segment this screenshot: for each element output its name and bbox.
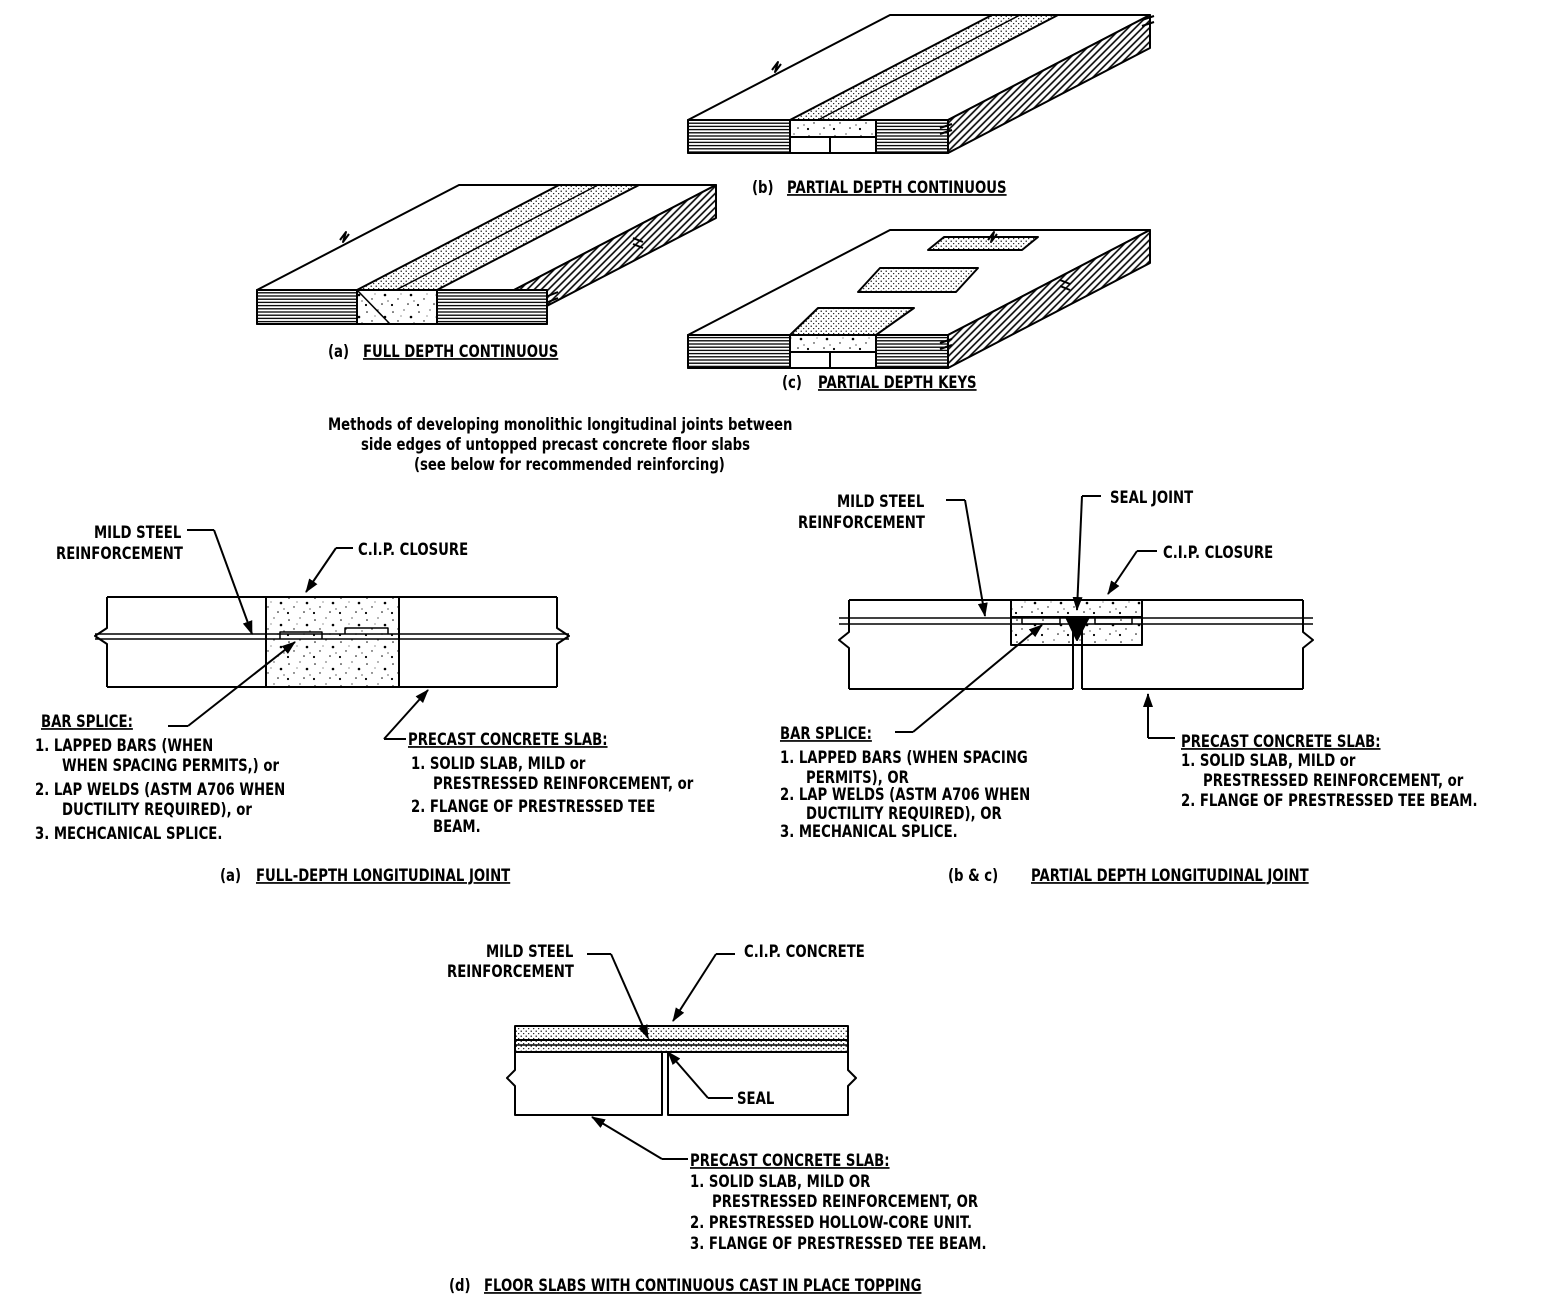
precast-slab-item: PRESTRESSED REINFORCEMENT, or: [433, 773, 694, 793]
bar-splice-item: DUCTILITY REQUIRED), OR: [806, 803, 1002, 823]
bar-splice-item: 2. LAP WELDS (ASTM A706 WHEN: [780, 784, 1030, 804]
precast-slab-title: PRECAST CONCRETE SLAB:: [1181, 731, 1381, 751]
caption-partial-depth-title: PARTIAL DEPTH LONGITUDINAL JOINT: [1031, 865, 1309, 885]
precast-slab-item: 1. SOLID SLAB, MILD or: [411, 753, 586, 773]
methods-note-line: side edges of untopped precast concrete …: [361, 434, 750, 454]
bar-splice-title: BAR SPLICE:: [41, 711, 133, 731]
label-mild-steel: MILD STEEL: [486, 941, 574, 961]
label-cip-concrete: C.I.P. CONCRETE: [744, 941, 865, 961]
precast-slab-item: BEAM.: [433, 816, 481, 836]
label-seal-joint: SEAL JOINT: [1110, 487, 1194, 507]
caption-a-prefix: (a): [328, 341, 349, 361]
iso-partial-depth-continuous: [687, 14, 1155, 154]
precast-slab-title: PRECAST CONCRETE SLAB:: [690, 1150, 890, 1170]
bar-splice-item: PERMITS), OR: [806, 767, 909, 787]
caption-full-depth-title: FULL-DEPTH LONGITUDINAL JOINT: [256, 865, 511, 885]
caption-full-depth-prefix: (a): [220, 865, 241, 885]
labels: (b) PARTIAL DEPTH CONTINUOUS (a) FULL DE…: [35, 177, 1478, 1295]
label-seal: SEAL: [737, 1088, 775, 1108]
methods-note-line: (see below for recommended reinforcing): [414, 454, 725, 474]
precast-slab-item: PRESTRESSED REINFORCEMENT, OR: [712, 1191, 978, 1211]
bar-splice-item: 1. LAPPED BARS (WHEN: [35, 735, 213, 755]
label-mild-steel: MILD STEEL: [837, 491, 925, 511]
bar-splice-item: WHEN SPACING PERMITS,) or: [62, 755, 279, 775]
caption-c-prefix: (c): [782, 372, 802, 392]
iso-full-depth-continuous: [256, 184, 717, 325]
bar-splice-item: 3. MECHCANICAL SPLICE.: [35, 823, 222, 843]
iso-partial-depth-keys: [687, 229, 1151, 369]
caption-partial-depth-prefix: (b & c): [948, 865, 998, 885]
caption-a-title: FULL DEPTH CONTINUOUS: [363, 341, 558, 361]
precast-slab-title: PRECAST CONCRETE SLAB:: [408, 729, 608, 749]
bar-splice-item: 1. LAPPED BARS (WHEN SPACING: [780, 747, 1028, 767]
methods-note-line: Methods of developing monolithic longitu…: [328, 414, 792, 434]
label-reinforcement: REINFORCEMENT: [798, 512, 925, 532]
caption-d-title: FLOOR SLABS WITH CONTINUOUS CAST IN PLAC…: [484, 1275, 921, 1295]
label-reinforcement: REINFORCEMENT: [56, 543, 183, 563]
label-cip-closure: C.I.P. CLOSURE: [358, 539, 468, 559]
bar-splice-item: 2. LAP WELDS (ASTM A706 WHEN: [35, 779, 285, 799]
precast-slab-item: 2. FLANGE OF PRESTRESSED TEE: [411, 796, 655, 816]
precast-slab-item: PRESTRESSED REINFORCEMENT, or: [1203, 770, 1464, 790]
precast-slab-item: 2. FLANGE OF PRESTRESSED TEE BEAM.: [1181, 790, 1478, 810]
bar-splice-item: DUCTILITY REQUIRED), or: [62, 799, 252, 819]
caption-c-title: PARTIAL DEPTH KEYS: [818, 372, 977, 392]
bar-splice-title: BAR SPLICE:: [780, 723, 872, 743]
precast-slab-item: 2. PRESTRESSED HOLLOW-CORE UNIT.: [690, 1212, 972, 1232]
bar-splice-item: 3. MECHANICAL SPLICE.: [780, 821, 958, 841]
section-full-depth-joint: [94, 529, 570, 740]
caption-b-title: PARTIAL DEPTH CONTINUOUS: [787, 177, 1007, 197]
section-partial-depth-joint: [838, 495, 1314, 739]
precast-slab-item: 3. FLANGE OF PRESTRESSED TEE BEAM.: [690, 1233, 987, 1253]
section-topping-joint: [506, 953, 857, 1160]
caption-d-prefix: (d): [449, 1275, 471, 1295]
precast-slab-item: 1. SOLID SLAB, MILD OR: [690, 1171, 871, 1191]
precast-slab-item: 1. SOLID SLAB, MILD or: [1181, 750, 1356, 770]
caption-b-prefix: (b): [752, 177, 774, 197]
label-cip-closure: C.I.P. CLOSURE: [1163, 542, 1273, 562]
label-reinforcement: REINFORCEMENT: [447, 961, 574, 981]
label-mild-steel: MILD STEEL: [94, 522, 182, 542]
